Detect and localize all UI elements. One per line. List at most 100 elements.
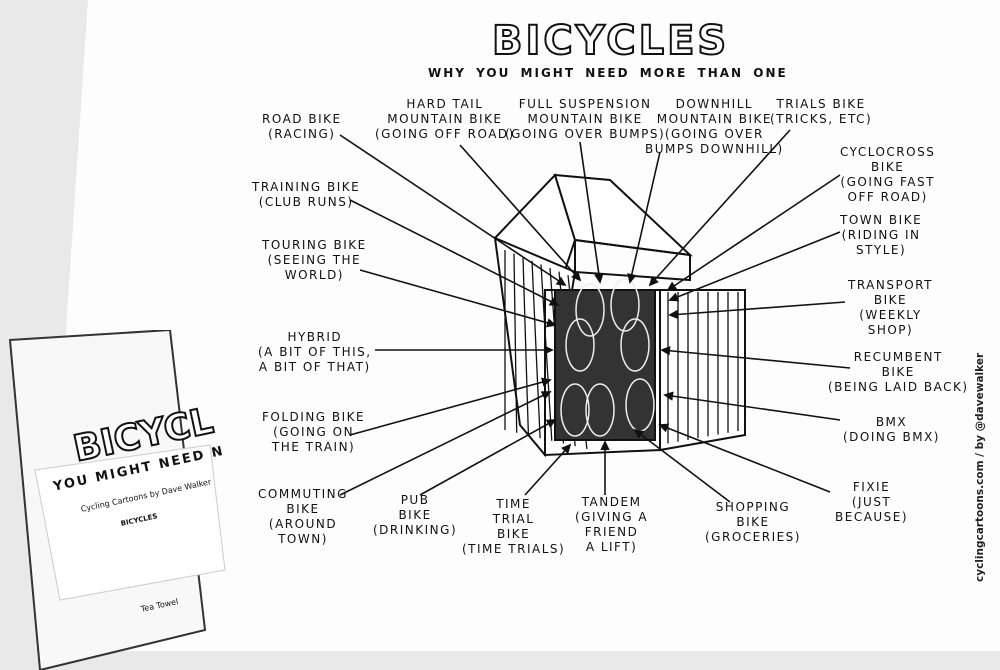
arrow-fixie: [659, 424, 831, 493]
label-line: COMMUTING: [258, 487, 348, 501]
label-training-bike: TRAINING BIKE(CLUB RUNS): [252, 180, 360, 210]
label-bmx: BMX(DOING BMX): [843, 415, 940, 445]
arrow-shopping-bike: [634, 429, 731, 503]
label-line: WORLD): [284, 268, 344, 282]
arrow-bmx: [664, 394, 841, 421]
label-line: (SEEING THE: [267, 253, 362, 267]
package-shape: [8, 330, 226, 670]
label-line: (GOING ON: [273, 425, 355, 439]
arrow-recumbent: [661, 349, 851, 369]
label-line: BUMPS DOWNHILL): [645, 142, 784, 156]
label-line: (A BIT OF THIS,: [258, 345, 372, 359]
label-line: CYCLOCROSS: [840, 145, 936, 159]
label-line: SHOPPING: [715, 500, 791, 514]
label-line: MOUNTAIN BIKE: [387, 112, 503, 126]
label-line: (TIME TRIALS): [462, 542, 566, 556]
label-line: TOWN BIKE: [840, 213, 923, 227]
label-line: TRIALS BIKE: [776, 97, 866, 111]
arrowhead-icon: [571, 270, 582, 282]
label-line: FULL SUSPENSION: [518, 97, 652, 111]
label-line: (RIDING IN: [841, 228, 921, 242]
arrow-full-suspension: [579, 141, 601, 283]
bicycle-wheel: [560, 383, 590, 437]
arrowhead-icon: [648, 275, 659, 287]
arrow-road-bike: [339, 134, 566, 286]
arrowhead-icon: [548, 297, 560, 306]
label-line: TRAINING BIKE: [252, 180, 361, 194]
bicycle-wheel: [565, 318, 595, 372]
label-line: (GIVING A: [575, 510, 649, 524]
label-line: (WEEKLY: [859, 308, 922, 322]
arrowhead-icon: [663, 391, 674, 401]
arrowhead-icon: [541, 377, 552, 387]
label-line: FOLDING BIKE: [262, 410, 366, 424]
arrow-hard-tail: [459, 144, 581, 281]
arrow-town-bike: [669, 231, 841, 301]
arrow-touring-bike: [359, 269, 556, 326]
label-line: (DRINKING): [373, 523, 458, 537]
arrowhead-icon: [668, 292, 680, 302]
label-line: BECAUSE): [835, 510, 909, 524]
label-line: (GOING FAST: [840, 175, 935, 189]
label-line: (JUST: [851, 495, 892, 509]
label-line: BMX: [875, 415, 908, 429]
arrowhead-icon: [594, 273, 604, 284]
label-line: TIME: [496, 497, 531, 511]
label-line: (TRICKS, ETC): [770, 112, 873, 126]
arrow-downhill: [629, 151, 661, 283]
label-line: HARD TAIL: [406, 97, 484, 111]
arrowhead-icon: [668, 309, 679, 320]
label-line: RECUMBENT: [853, 350, 943, 364]
label-line: STYLE): [855, 243, 907, 257]
arrowhead-icon: [600, 440, 610, 451]
arrow-commuting: [339, 391, 551, 496]
label-line: BIKE: [873, 293, 908, 307]
tea-towel-drawing: [60, 0, 1000, 651]
label-line: THE TRAIN): [271, 440, 356, 454]
arrow-folding-bike: [349, 379, 551, 436]
label-line: FRIEND: [584, 525, 639, 539]
label-line: BIKE: [736, 515, 770, 529]
label-line: (GOING OFF ROAD): [375, 127, 515, 141]
arrow-transport-bike: [669, 301, 846, 316]
label-line: TRIAL: [492, 512, 535, 526]
bicycle-wheel: [575, 283, 605, 337]
label-line: BIKE: [286, 502, 320, 516]
label-line: BIKE: [496, 527, 531, 541]
label-hybrid: HYBRID(A BIT OF THIS,A BIT OF THAT): [258, 330, 372, 375]
label-line: (CLUB RUNS): [258, 195, 354, 209]
arrow-cyclocross: [667, 174, 841, 291]
arrow-trials-bike: [649, 129, 791, 286]
arrowhead-icon: [555, 276, 567, 287]
diagram-subtitle: WHY YOU MIGHT NEED MORE THAN ONE: [428, 66, 788, 80]
label-line: SHOP): [867, 323, 914, 337]
label-road-bike: ROAD BIKE(RACING): [262, 112, 342, 142]
arrowhead-icon: [545, 419, 557, 428]
arrows: [339, 129, 851, 503]
arrowhead-icon: [666, 281, 678, 292]
arrowhead-icon: [658, 423, 670, 433]
label-line: MOUNTAIN BIKE: [527, 112, 643, 126]
label-line: TOWN): [278, 532, 328, 546]
label-line: ROAD BIKE: [262, 112, 342, 126]
arrowhead-icon: [627, 273, 637, 284]
arrow-time-trial: [524, 444, 571, 496]
label-line: (RACING): [268, 127, 336, 141]
arrow-pub-bike: [419, 419, 556, 496]
packaged-towel: BICYCL YOU MIGHT NEED N Cycling Cartoons…: [0, 330, 226, 670]
credit-text: cyclingcartoons.com / by @davewalker: [974, 352, 986, 582]
diagram-title: BICYCLES: [491, 17, 730, 65]
label-line: FIXIE: [852, 480, 891, 494]
arrowhead-icon: [540, 391, 552, 400]
